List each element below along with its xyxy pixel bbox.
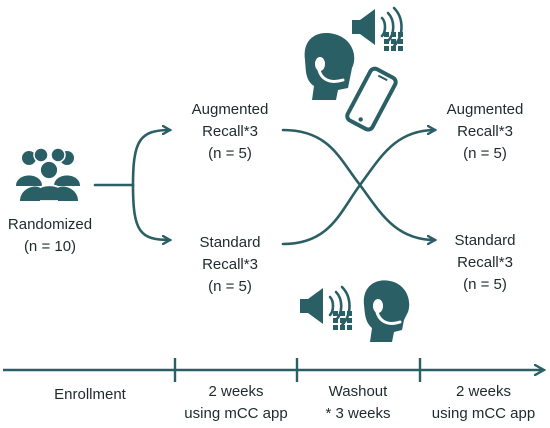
timeline-label-washout: Washout * 3 weeks [325,383,391,422]
speaker-keypad-icon [300,285,352,330]
headset-head-icon [304,33,355,100]
timeline-label-enrollment: Enrollment [54,386,126,403]
smartphone-icon [345,66,398,132]
headset-head-icon [363,280,410,342]
split-arrow-upper [131,130,170,187]
standard-recall-right: Standard Recall*3 (n = 5) [454,232,516,293]
crossover-arrow-standard-to-augmented [281,130,435,246]
split-arrow-lower [131,183,170,240]
augmented-recall-right: Augmented Recall*3 (n = 5) [446,101,524,162]
timeline-label-period2: 2 weeks using mCC app [431,383,536,422]
timeline-label-period1: 2 weeks using mCC app [184,383,288,422]
augmented-recall-left: Augmented Recall*3 (n = 5) [191,101,269,162]
randomized-label: Randomized (n = 10) [7,216,93,255]
people-group-icon [16,147,80,202]
standard-recall-left: Standard Recall*3 (n = 5) [199,234,261,295]
speaker-keypad-icon [352,6,403,51]
